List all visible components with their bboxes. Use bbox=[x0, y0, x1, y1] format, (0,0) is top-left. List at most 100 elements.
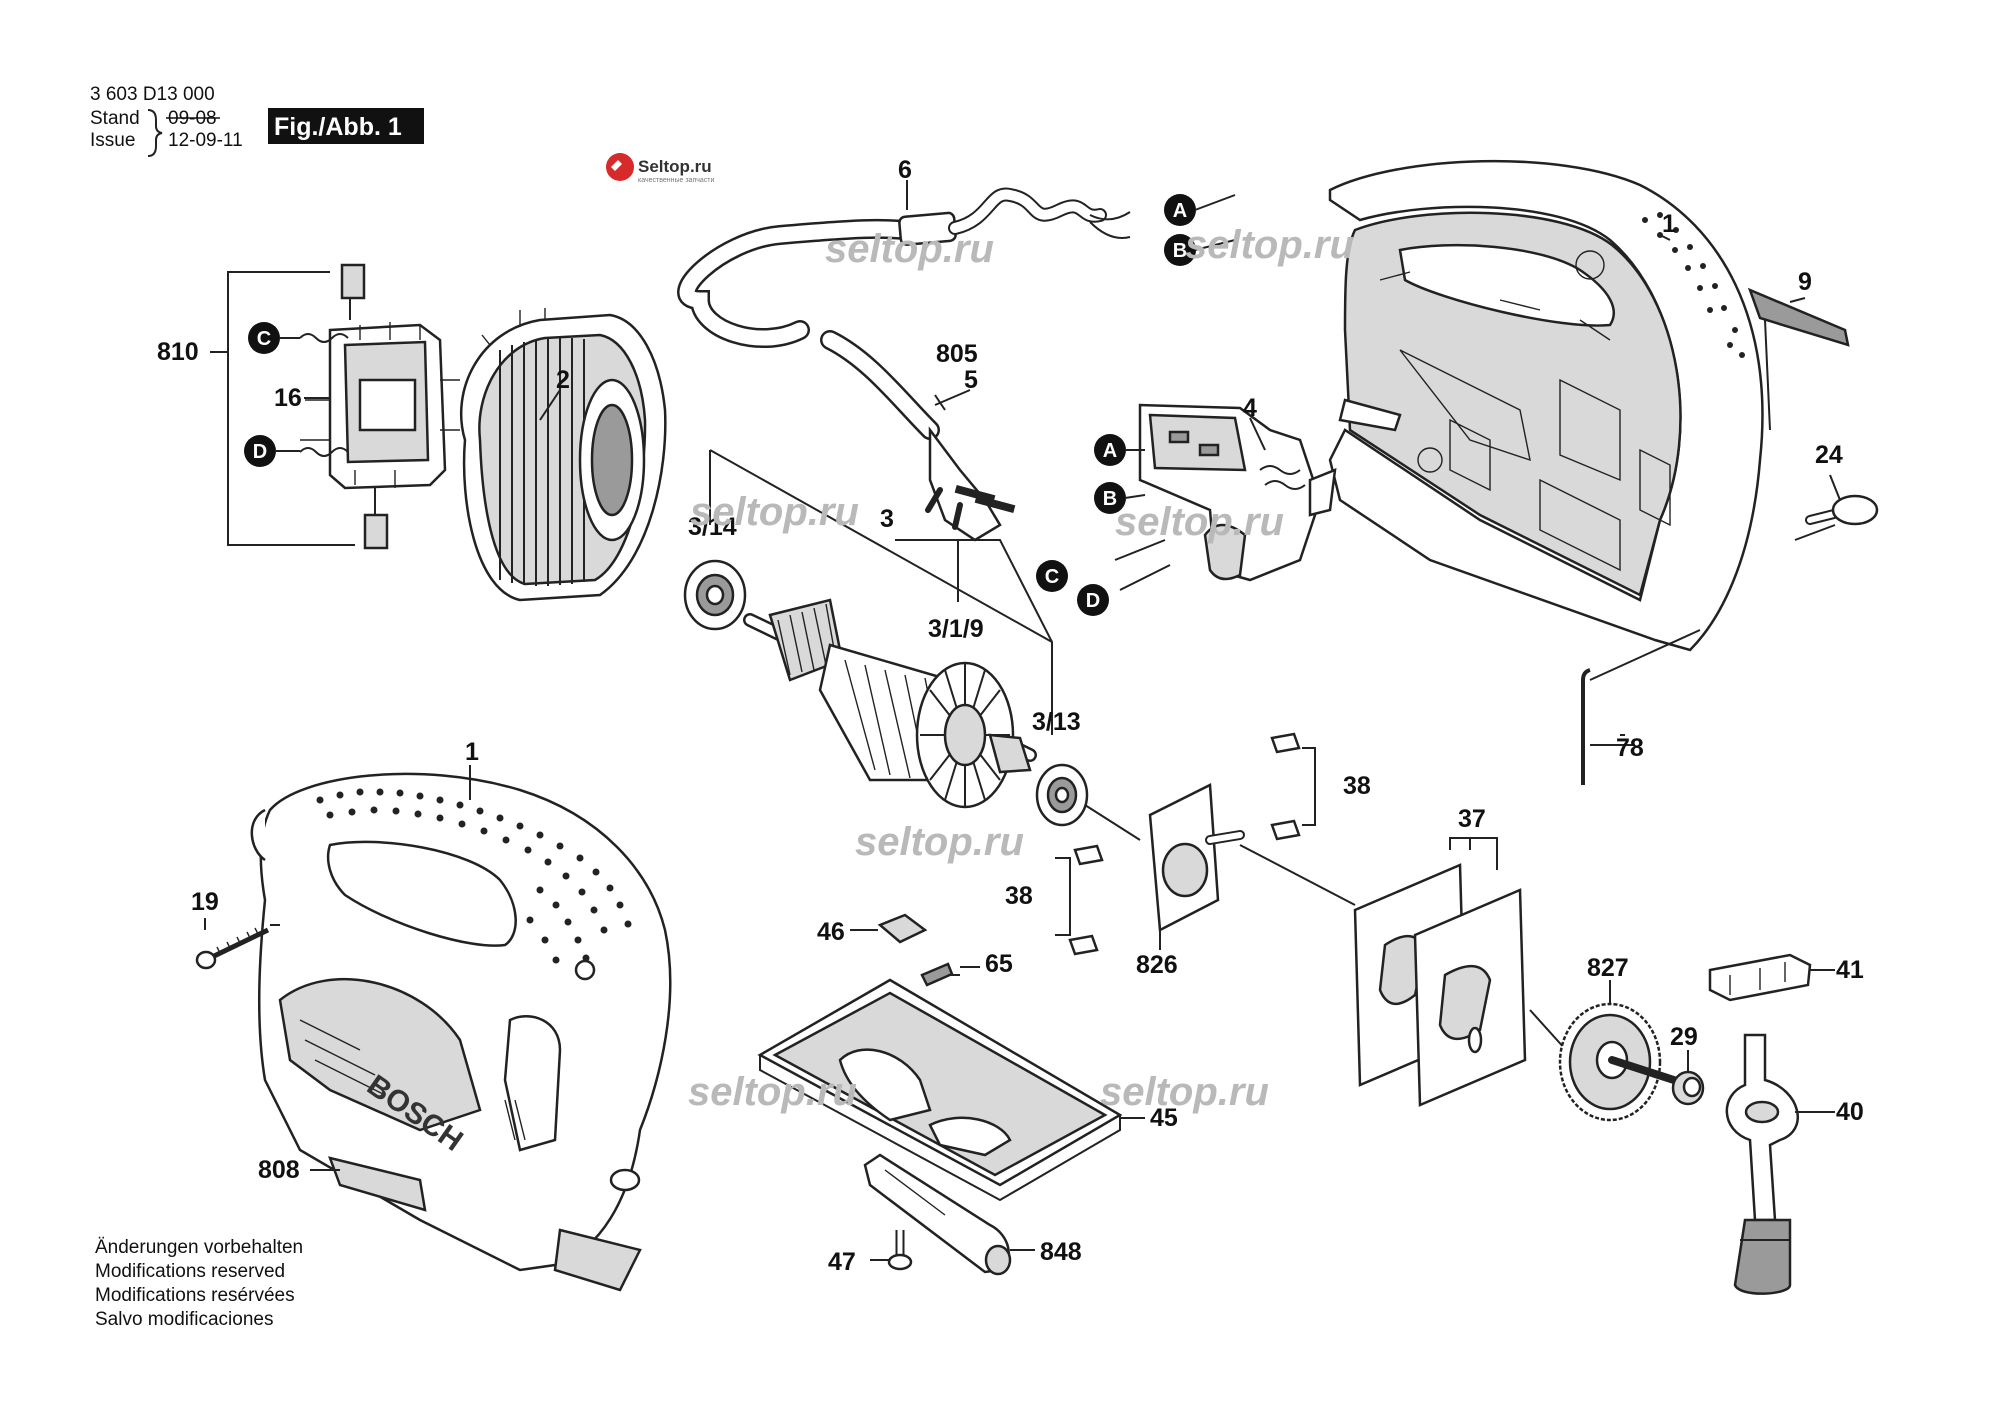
label-part-3-1-9: 3/1/9 bbox=[928, 615, 984, 643]
plunger-guide-41 bbox=[1708, 953, 1812, 1002]
watermark-2: seltop.ru bbox=[1185, 223, 1354, 267]
issue-date: 12-09-11 bbox=[168, 130, 243, 151]
header-block: 3 603 D13 000 Stand Issue 09-08 12-09-11… bbox=[90, 84, 424, 157]
note-french: Modifications resérvées bbox=[95, 1285, 295, 1306]
label-part-808: 808 bbox=[258, 1156, 300, 1184]
connector-b-cord: B bbox=[1164, 234, 1196, 266]
label-part-1-bottom: 1 bbox=[465, 738, 479, 766]
armature-fan bbox=[915, 661, 1015, 809]
housing-half-inner bbox=[1328, 159, 1771, 652]
figure-badge bbox=[268, 108, 424, 144]
logo-badge-icon bbox=[606, 153, 634, 181]
note-german: Änderungen vorbehalten bbox=[95, 1237, 303, 1258]
label-part-4: 4 bbox=[1243, 394, 1257, 422]
bracket-3-left bbox=[709, 449, 1053, 643]
label-part-1-top: 1 bbox=[1662, 210, 1676, 238]
label-part-16: 16 bbox=[274, 384, 302, 412]
label-part-805: 805 bbox=[936, 340, 978, 368]
label-part-3: 3 bbox=[880, 505, 894, 533]
pin-24 bbox=[1794, 494, 1879, 541]
cord-wires bbox=[1089, 211, 1131, 239]
label-part-826: 826 bbox=[1136, 951, 1178, 979]
connector-a-cord: A bbox=[1164, 194, 1196, 226]
power-cord bbox=[677, 187, 1131, 542]
part-number: 3 603 D13 000 bbox=[90, 84, 215, 105]
seltop-logo: Seltop.ru качественные запчасти bbox=[606, 153, 714, 184]
plates-37 bbox=[1353, 837, 1576, 1107]
hex-key-78 bbox=[1581, 668, 1591, 785]
svg-text:A: A bbox=[1173, 200, 1187, 222]
label-plate-9 bbox=[1747, 287, 1850, 347]
connector-d-switch: D bbox=[1077, 584, 1109, 616]
header-brace bbox=[147, 109, 163, 157]
lever-848 bbox=[863, 1153, 1012, 1276]
label-part-3-13: 3/13 bbox=[1032, 708, 1081, 736]
label-part-38-bottom: 38 bbox=[1005, 882, 1033, 910]
logo-name: Seltop.ru bbox=[638, 157, 712, 176]
square-nut-46 bbox=[877, 913, 928, 944]
connector-c-switch: C bbox=[1036, 560, 1068, 592]
issue-label: Issue bbox=[90, 130, 135, 151]
note-spanish: Salvo modificaciones bbox=[95, 1309, 273, 1330]
svg-text:A: A bbox=[1103, 440, 1117, 462]
svg-text:C: C bbox=[257, 328, 271, 350]
label-part-24: 24 bbox=[1815, 441, 1843, 469]
label-part-3-14: 3/14 bbox=[688, 513, 737, 541]
label-part-848: 848 bbox=[1040, 1238, 1082, 1266]
connector-a-switch: A bbox=[1094, 434, 1126, 466]
pin-65 bbox=[920, 962, 954, 987]
brush-holder-assembly bbox=[227, 263, 460, 550]
label-part-40: 40 bbox=[1836, 1098, 1864, 1126]
outer-grip-dots bbox=[316, 788, 632, 964]
logo-wrench-icon bbox=[611, 160, 622, 171]
watermark-4: seltop.ru bbox=[1115, 500, 1284, 544]
screw-47 bbox=[887, 1230, 913, 1271]
label-part-47: 47 bbox=[828, 1248, 856, 1276]
leader-lines bbox=[204, 180, 1841, 1261]
svg-text:D: D bbox=[1086, 590, 1100, 612]
watermark-1: seltop.ru bbox=[825, 227, 994, 271]
watermark-3: seltop.ru bbox=[690, 490, 859, 534]
svg-text:D: D bbox=[253, 441, 267, 463]
label-part-65: 65 bbox=[985, 950, 1013, 978]
mains-plug bbox=[925, 426, 1016, 542]
label-part-827: 827 bbox=[1587, 954, 1629, 982]
stand-label: Stand bbox=[90, 108, 140, 129]
watermark-5: seltop.ru bbox=[855, 820, 1024, 864]
label-part-38-top: 38 bbox=[1343, 772, 1371, 800]
watermark-6: seltop.ru bbox=[688, 1070, 857, 1114]
ball-bearing-3-13 bbox=[1035, 763, 1089, 827]
logo-tagline: качественные запчасти bbox=[638, 177, 714, 184]
label-part-5: 5 bbox=[964, 366, 978, 394]
switch bbox=[1114, 403, 1337, 591]
bracket-810 bbox=[227, 271, 355, 546]
note-english: Modifications reserved bbox=[95, 1261, 285, 1282]
watermarks: seltop.ru seltop.ru seltop.ru seltop.ru … bbox=[688, 223, 1354, 1114]
modification-notes: Änderungen vorbehalten Modifications res… bbox=[95, 1237, 303, 1330]
figure-label: Fig./Abb. 1 bbox=[274, 113, 402, 141]
label-part-29: 29 bbox=[1670, 1023, 1698, 1051]
label-part-41: 41 bbox=[1836, 956, 1864, 984]
armature bbox=[683, 449, 1141, 841]
plunger-rod-40 bbox=[1725, 1033, 1799, 1295]
housing-half-outer: BOSCH bbox=[250, 772, 672, 1292]
clips-38 bbox=[1055, 732, 1316, 956]
label-part-46: 46 bbox=[817, 918, 845, 946]
label-part-45: 45 bbox=[1150, 1104, 1178, 1132]
label-part-19: 19 bbox=[191, 888, 219, 916]
connector-c-brush: C bbox=[248, 322, 280, 354]
label-part-810: 810 bbox=[157, 338, 199, 366]
outer-handle-opening bbox=[326, 840, 517, 947]
label-part-37: 37 bbox=[1458, 805, 1486, 833]
screw-19 bbox=[195, 927, 270, 970]
part-labels: 6 1 9 805 5 810 2 16 4 24 3/14 3 3/1/9 3… bbox=[157, 156, 1864, 1276]
carbon-brush-bottom bbox=[363, 513, 389, 550]
label-part-9: 9 bbox=[1798, 268, 1812, 296]
label-part-78: 78 bbox=[1616, 734, 1644, 762]
label-plate-808 bbox=[328, 1156, 427, 1212]
housing-vent-dots bbox=[1642, 212, 1745, 358]
label-part-6: 6 bbox=[898, 156, 912, 184]
connector-d-brush: D bbox=[244, 435, 276, 467]
housing-handle-opening bbox=[1398, 243, 1615, 327]
